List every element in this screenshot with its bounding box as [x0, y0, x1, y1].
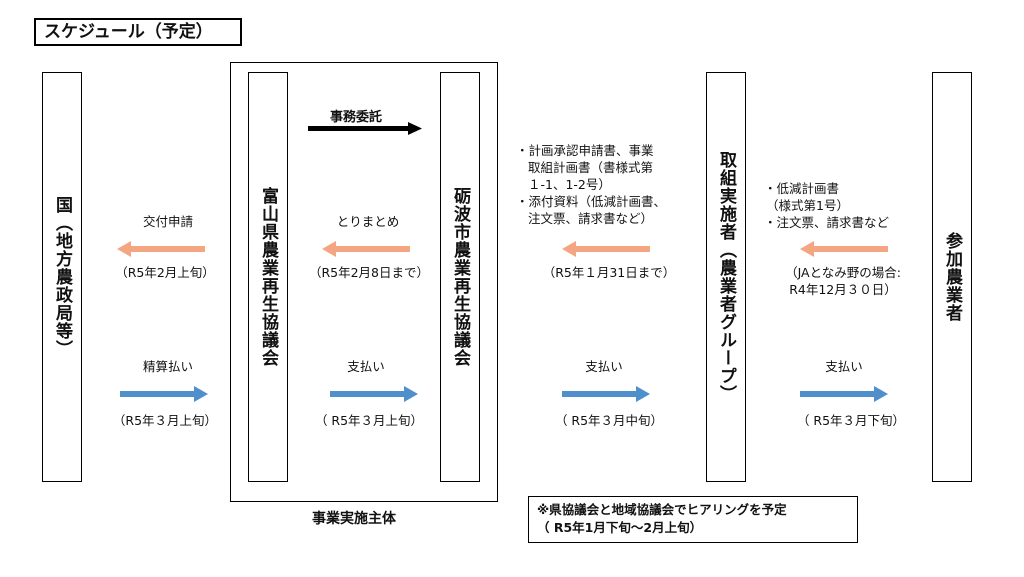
flow-upper-4-date-line: （JAとなみ野の場合:	[785, 265, 901, 280]
entity-sanka: 参加農業者	[932, 72, 972, 482]
blue-arrow-right	[120, 386, 208, 402]
flow-upper-3-line: １-1、1-2号）	[528, 177, 611, 192]
flow-upper-4-date-line: R4年12月３０日）	[789, 282, 897, 297]
flow-upper-4-line: （様式第1号）	[766, 198, 849, 213]
flow-lower-4-date: （ R5年３月下旬）	[796, 413, 906, 428]
flow-lower-2-date: （ R5年３月上旬）	[314, 413, 424, 428]
flow-upper-4-line: ・注文票、請求書など	[764, 215, 890, 230]
flow-upper-2-label: とりまとめ	[336, 214, 400, 229]
flow-upper-3-line: 注文票、請求書など）	[528, 211, 654, 226]
flow-lower-1-date: （R5年３月上旬）	[112, 413, 218, 428]
flow-upper-1-label: 交付申請	[142, 214, 193, 229]
entity-sanka-label: 参加農業者	[942, 232, 962, 322]
entity-torikumi-label: 取組実施者（農業者グループ）	[716, 151, 736, 403]
flow-lower-1-label: 精算払い	[142, 359, 193, 374]
flow-upper-4-date: （JAとなみ野の場合: R4年12月３０日）	[758, 264, 928, 298]
page-title: スケジュール（予定）	[34, 18, 242, 46]
entity-torikumi: 取組実施者（農業者グループ）	[706, 72, 746, 482]
flow-upper-4-docs: ・低減計画書 （様式第1号） ・注文票、請求書など	[764, 180, 889, 231]
flow-lower-3-date: （ R5年３月中旬）	[554, 413, 664, 428]
hearing-note-line1: ※県協議会と地域協議会でヒアリングを予定	[537, 502, 787, 517]
flow-upper-3-line: ・添付資料（低減計画書、	[516, 194, 667, 209]
business-entity-label: 事業実施主体	[312, 511, 396, 527]
entity-toyama: 富山県農業再生協議会	[248, 72, 288, 482]
blue-arrow-right	[330, 386, 418, 402]
hearing-note-box: ※県協議会と地域協議会でヒアリングを予定 （ R5年1月下旬～2月上旬）	[528, 496, 858, 543]
business-entity-group-box	[230, 62, 498, 502]
flow-upper-3-line: ・計画承認申請書、事業	[516, 143, 654, 158]
blue-arrow-right	[562, 386, 650, 402]
flow-lower-3-label: 支払い	[585, 359, 623, 374]
orange-arrow-left	[322, 241, 410, 257]
entity-tonami-label: 砺波市農業再生協議会	[450, 187, 470, 367]
orange-arrow-left	[562, 241, 650, 257]
entity-kuni-label: 国（地方農政局等）	[52, 196, 72, 358]
flow-upper-2-date: （R5年2月8日まで）	[308, 265, 430, 280]
blue-arrow-right	[800, 386, 888, 402]
flow-upper-3-date: （R5年１月31日まで）	[542, 265, 676, 280]
flow-upper-3-line: 取組計画書（書様式第	[528, 160, 654, 175]
hearing-note-line2: （ R5年1月下旬～2月上旬）	[537, 520, 703, 535]
flow-lower-2-label: 支払い	[347, 359, 385, 374]
entity-toyama-label: 富山県農業再生協議会	[258, 187, 278, 367]
flow-upper-4-line: ・低減計画書	[764, 181, 840, 196]
flow-upper-1-date: （R5年2月上旬）	[115, 265, 215, 280]
flow-lower-4-label: 支払い	[825, 359, 863, 374]
entity-kuni: 国（地方農政局等）	[42, 72, 82, 482]
entity-tonami: 砺波市農業再生協議会	[440, 72, 480, 482]
flow-upper-3-docs: ・計画承認申請書、事業 取組計画書（書様式第 １-1、1-2号） ・添付資料（低…	[516, 142, 666, 227]
orange-arrow-left	[117, 241, 205, 257]
black-arrow-right	[308, 122, 422, 135]
top-arrow-label: 事務委託	[330, 110, 383, 125]
orange-arrow-left	[800, 241, 888, 257]
